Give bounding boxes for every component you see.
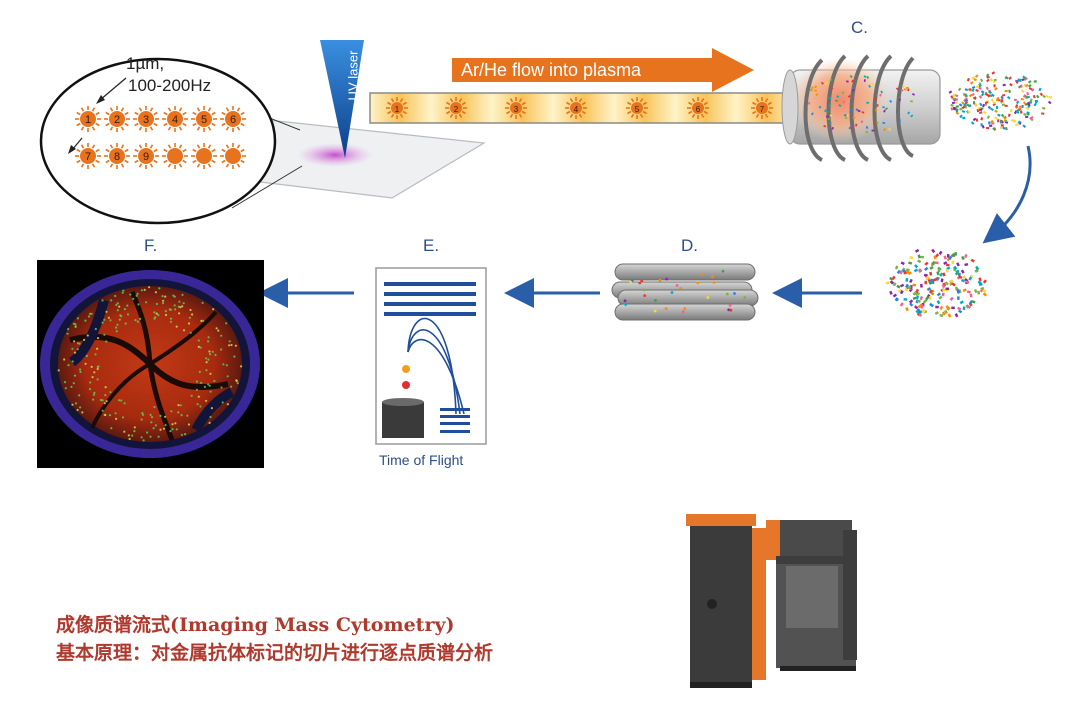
tube-spot-number: 1 [395,105,400,114]
tube-spot-number: 5 [635,105,640,114]
flow-label: Ar/He flow into plasma [461,60,642,80]
ablation-spot: 7 [75,143,101,169]
ablation-spot-number: 6 [230,114,236,126]
stage-c-label: C. [851,18,868,37]
ablation-spot-number: 1 [85,114,91,126]
tube-spot: 4 [565,97,587,119]
ablation-spot: 3 [133,106,159,132]
plasma-torch [781,54,941,162]
frequency-label: 100-200Hz [128,76,212,95]
tube-spot: 2 [445,97,467,119]
tube-spot: 6 [687,97,709,119]
ablation-spot: 1 [75,106,101,132]
ablation-spot-number: 5 [201,114,207,126]
flow-arrow [452,48,754,92]
ablation-spot: 5 [191,106,217,132]
ablation-spot: 8 [104,143,130,169]
ablation-spot-number: 8 [114,151,120,163]
ablation-spot-number: 4 [172,114,178,126]
tof-detector [375,267,487,445]
ablation-spot-number: 9 [143,151,149,163]
ion-cloud [885,248,988,318]
ablation-spot: 2 [104,106,130,132]
tube-spot-number: 3 [514,105,519,114]
ablation-spot-number: 7 [85,151,91,163]
stage-e-label: E. [423,236,440,255]
tube-spot: 7 [751,97,773,119]
ablation-spot-magnifier [39,57,277,225]
tube-spot-number: 7 [760,105,765,114]
caption-title: 成像质谱流式(Imaging Mass Cytometry) [56,614,455,636]
flow-arrow-to-cloud [982,145,1032,244]
ablation-spot: 4 [162,106,188,132]
uv-laser-beam [320,40,364,158]
spot-size-label: 1µm, [126,54,165,73]
quadrupole-rods [611,263,759,321]
tube-spot-number: 4 [574,105,579,114]
tube-spot-number: 2 [454,105,459,114]
ablation-spot [162,143,188,169]
ablation-spot [191,143,217,169]
stage-f-label: F. [144,236,158,255]
uv-laser-label: UV laser [345,50,361,101]
tube-spot: 1 [386,97,408,119]
ablation-spot: 9 [133,143,159,169]
imc-instrument [686,514,857,688]
tube-spot: 5 [626,97,648,119]
tof-label: Time of Flight [379,452,464,468]
tube-spot-number: 6 [696,105,701,114]
tube-spot: 3 [505,97,527,119]
ablation-spot-number: 2 [114,114,120,126]
caption-subtitle: 基本原理：对金属抗体标记的切片进行逐点质谱分析 [56,642,494,664]
ablation-spot [220,143,246,169]
ablation-spot-number: 3 [143,114,149,126]
stage-d-label: D. [681,236,698,255]
ion-plume [807,71,1053,134]
ablation-spot: 6 [220,106,246,132]
